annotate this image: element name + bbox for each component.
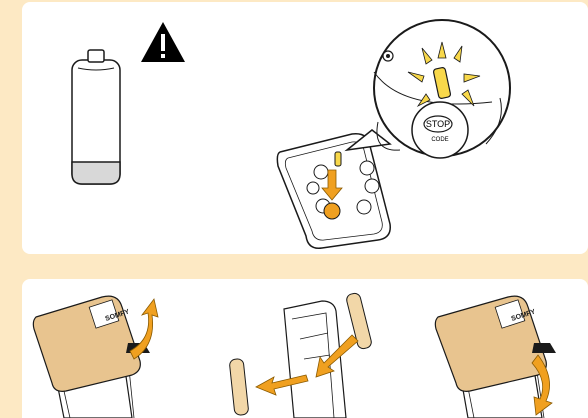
remote-control-icon <box>277 134 390 249</box>
zoom-callout: STOP CODE <box>347 20 510 158</box>
empty-battery-icon <box>72 50 120 184</box>
instruction-panel-bottom: SOMFY SOMFY <box>22 279 588 418</box>
step-open-cover: SOMFY <box>33 296 158 418</box>
step-replace-batteries <box>229 292 372 418</box>
step-close-cover: SOMFY <box>435 296 556 418</box>
top-illustration: STOP CODE <box>22 2 588 254</box>
orange-arrow-icon <box>130 299 158 359</box>
instruction-panel-top: STOP CODE <box>22 2 588 254</box>
code-label: CODE <box>431 137 448 143</box>
stop-label: STOP <box>426 119 450 129</box>
battery-replacement-illustration: SOMFY SOMFY <box>22 279 588 418</box>
warning-triangle-icon <box>141 22 185 62</box>
battery-out-icon <box>229 358 249 415</box>
